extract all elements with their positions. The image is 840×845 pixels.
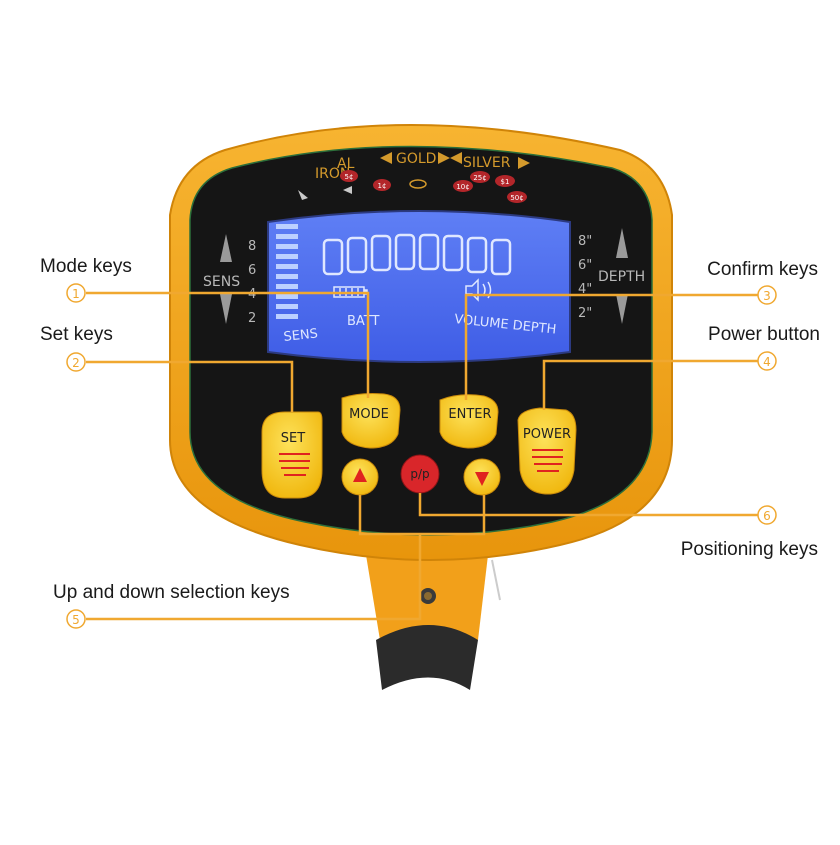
nail-icon bbox=[298, 190, 308, 200]
mode-button[interactable]: MODE bbox=[341, 393, 401, 449]
power-button-label: POWER bbox=[523, 427, 571, 442]
detector-shaft bbox=[366, 555, 501, 690]
svg-text:1¢: 1¢ bbox=[378, 182, 387, 190]
mode-button-label: MODE bbox=[349, 407, 389, 422]
callout-number-mode: 1 bbox=[66, 283, 86, 303]
svg-text:$1: $1 bbox=[501, 178, 510, 186]
depth-down-arrow-icon bbox=[616, 294, 628, 324]
gold-right-arrow-icon bbox=[438, 152, 450, 164]
svg-text:50¢: 50¢ bbox=[510, 194, 523, 202]
digit-segments bbox=[322, 233, 512, 276]
depth-tick: 2" bbox=[578, 306, 592, 321]
depth-scale: DEPTH 8" 6" 4" 2" bbox=[578, 228, 645, 324]
callout-line-set bbox=[86, 360, 294, 412]
set-button-label: SET bbox=[281, 431, 305, 446]
pull-tab-icon bbox=[343, 186, 352, 194]
depth-tick: 8" bbox=[578, 234, 592, 249]
callout-label-updown: Up and down selection keys bbox=[53, 582, 290, 603]
sens-tick: 2 bbox=[248, 311, 256, 326]
sens-down-arrow-icon bbox=[220, 294, 232, 324]
coin-1c-icon: 1¢ bbox=[373, 179, 391, 191]
coin-5c-icon: 5¢ bbox=[340, 170, 358, 182]
coin-dollar-icon: $1 bbox=[495, 175, 515, 187]
svg-text:5: 5 bbox=[72, 613, 80, 627]
silver-label: SILVER bbox=[463, 155, 511, 171]
svg-text:25¢: 25¢ bbox=[473, 174, 486, 182]
depth-scale-label: DEPTH bbox=[598, 269, 645, 285]
callout-numbers: 1 2 3 4 5 6 bbox=[66, 283, 777, 629]
lcd-display: SENS BATT VOLUME DEPTH bbox=[267, 210, 571, 363]
coin-25c-icon: 25¢ bbox=[470, 171, 490, 183]
callout-line-mode bbox=[86, 291, 370, 398]
sens-tick: 4 bbox=[248, 287, 256, 302]
depth-tick: 6" bbox=[578, 258, 592, 273]
lcd-sens-label: SENS bbox=[283, 326, 319, 345]
callout-line-position bbox=[418, 493, 758, 517]
callout-label-set: Set keys bbox=[40, 324, 113, 345]
callout-label-confirm: Confirm keys bbox=[707, 259, 818, 280]
callout-label-power: Power button bbox=[708, 324, 820, 345]
silver-right-arrow-icon bbox=[518, 157, 530, 169]
up-arrow-icon bbox=[353, 468, 367, 482]
pinpoint-button[interactable]: p/p bbox=[400, 454, 440, 494]
callout-line-confirm bbox=[464, 293, 758, 400]
sens-up-arrow-icon bbox=[220, 234, 232, 262]
silver-left-arrow-icon bbox=[450, 152, 462, 164]
gold-label: GOLD bbox=[396, 151, 436, 167]
depth-tick: 4" bbox=[578, 282, 592, 297]
svg-text:4: 4 bbox=[763, 355, 771, 369]
up-button[interactable] bbox=[341, 458, 379, 496]
svg-text:3: 3 bbox=[763, 289, 771, 303]
callout-label-mode: Mode keys bbox=[40, 256, 132, 277]
callout-number-power: 4 bbox=[757, 351, 777, 371]
callout-label-position: Positioning keys bbox=[680, 539, 818, 560]
svg-text:2: 2 bbox=[72, 356, 80, 370]
callout-lines bbox=[86, 291, 758, 621]
callout-number-confirm: 3 bbox=[757, 285, 777, 305]
ring-icon bbox=[409, 179, 427, 189]
lcd-batt-label: BATT bbox=[347, 314, 380, 329]
callout-number-position: 6 bbox=[757, 505, 777, 525]
svg-text:10¢: 10¢ bbox=[456, 183, 469, 191]
depth-up-arrow-icon bbox=[616, 228, 628, 258]
pinpoint-button-label: p/p bbox=[410, 467, 429, 481]
sens-tick: 8 bbox=[248, 239, 256, 254]
sens-scale-label: SENS bbox=[203, 274, 240, 290]
sens-tick: 6 bbox=[248, 263, 256, 278]
down-arrow-icon bbox=[475, 472, 489, 486]
enter-button-label: ENTER bbox=[448, 407, 491, 422]
callout-line-power bbox=[542, 359, 758, 410]
svg-text:1: 1 bbox=[72, 287, 80, 301]
svg-text:6: 6 bbox=[763, 509, 771, 523]
gold-left-arrow-icon bbox=[380, 152, 392, 164]
al-label: AL bbox=[337, 156, 355, 172]
sens-scale: SENS 8 6 4 2 bbox=[203, 234, 256, 326]
callout-line-updown bbox=[86, 534, 422, 621]
svg-text:5¢: 5¢ bbox=[345, 173, 354, 181]
sens-bar-graph bbox=[276, 224, 298, 319]
callout-number-set: 2 bbox=[66, 352, 86, 372]
coin-10c-icon: 10¢ bbox=[453, 180, 473, 192]
power-button[interactable]: POWER bbox=[517, 407, 577, 495]
coin-icons: 5¢ 1¢ 10¢ 25¢ $1 50¢ bbox=[298, 170, 527, 203]
coin-50c-icon: 50¢ bbox=[507, 191, 527, 203]
callout-number-updown: 5 bbox=[66, 609, 86, 629]
enter-button[interactable]: ENTER bbox=[439, 394, 499, 449]
down-button[interactable] bbox=[463, 458, 501, 496]
set-button[interactable]: SET bbox=[261, 411, 323, 499]
